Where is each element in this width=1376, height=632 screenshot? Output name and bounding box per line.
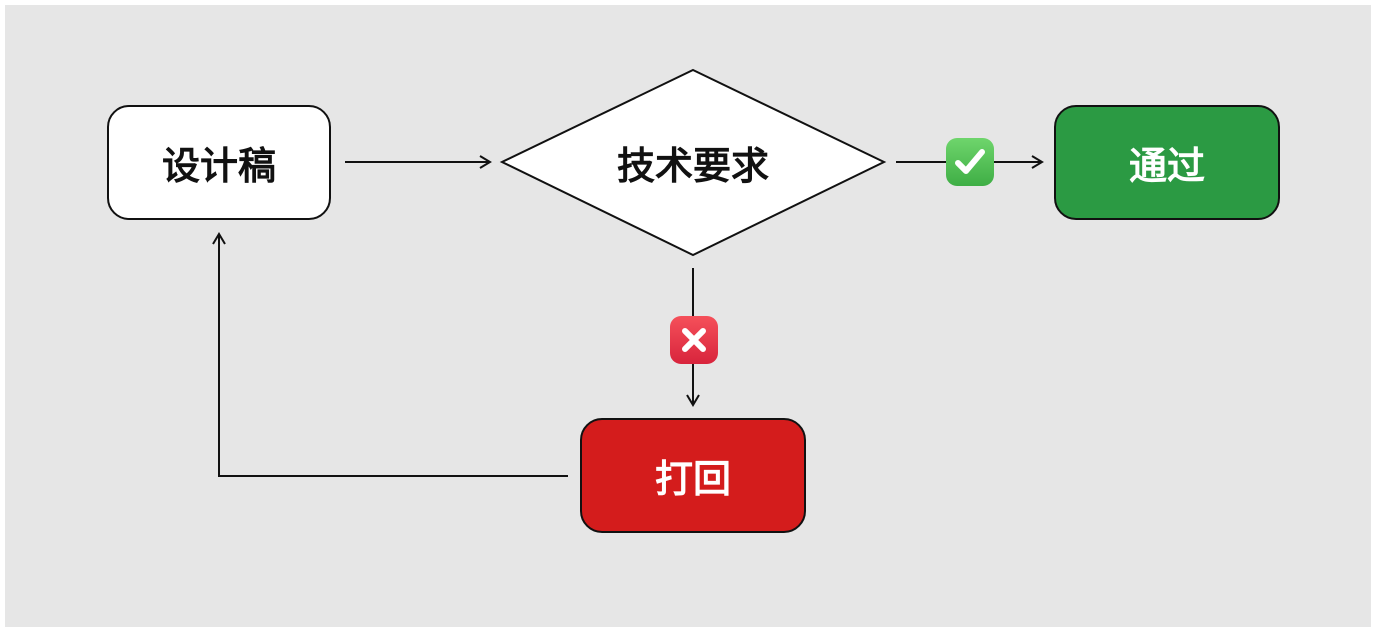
arrow-reject-to-start: [212, 232, 568, 477]
node-design-draft[interactable]: 设计稿: [107, 105, 331, 220]
node-pass-label: 通过: [1128, 144, 1205, 188]
node-technical-requirements-label: 技术要求: [616, 144, 769, 188]
cross-mark-icon: [670, 316, 718, 364]
check-mark-icon: [946, 138, 994, 186]
node-pass[interactable]: 通过: [1054, 105, 1280, 220]
node-reject-label: 打回: [654, 457, 731, 501]
node-design-draft-label: 设计稿: [161, 144, 276, 188]
decision-diamond: [499, 68, 887, 257]
node-reject[interactable]: 打回: [580, 418, 806, 533]
node-technical-requirements[interactable]: 技术要求: [502, 70, 884, 255]
